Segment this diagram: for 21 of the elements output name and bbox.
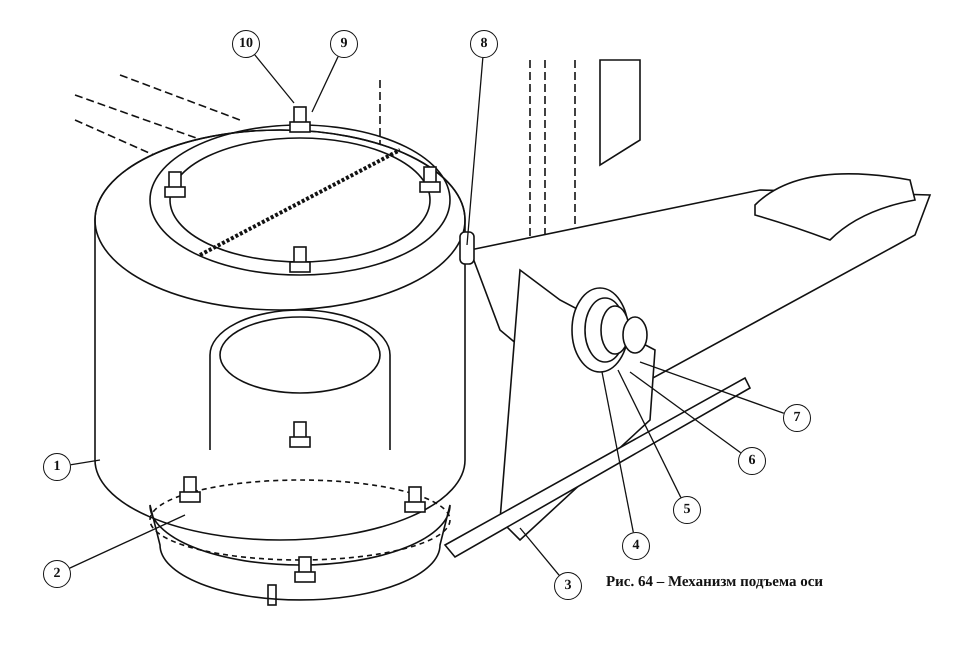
callout-number: 8 [470, 30, 498, 58]
callout-number: 3 [554, 572, 582, 600]
leader-line [311, 56, 339, 112]
callout-number: 4 [622, 532, 650, 560]
leader-line [640, 361, 784, 414]
leader-line [70, 459, 100, 466]
callout-number: 10 [232, 30, 260, 58]
leader-line [254, 54, 294, 104]
callout-number: 5 [673, 496, 701, 524]
callout-number: 1 [43, 453, 71, 481]
callout-number: 7 [783, 404, 811, 432]
leader-line [69, 514, 186, 569]
callout-number: 6 [738, 447, 766, 475]
figure-caption: Рис. 64 – Механизм подъема оси [606, 574, 824, 591]
leader-line [617, 370, 682, 498]
leader-line [630, 371, 742, 454]
callout-number: 9 [330, 30, 358, 58]
leader-line [466, 58, 484, 246]
leader-line [520, 528, 560, 576]
callout-number: 2 [43, 560, 71, 588]
leader-line [601, 372, 634, 532]
